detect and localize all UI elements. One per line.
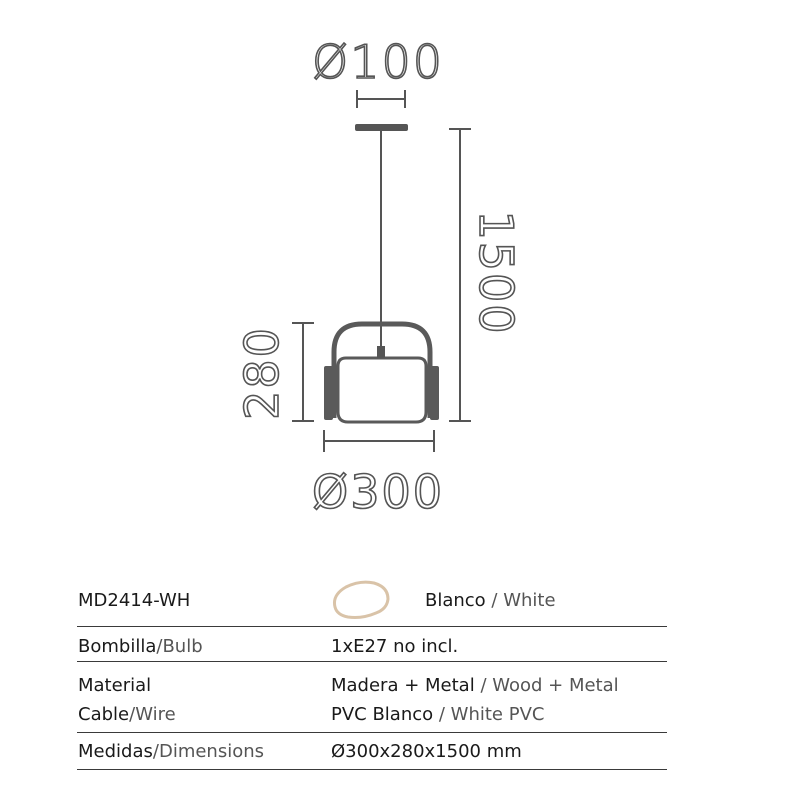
cable-label-sep: / <box>129 704 136 725</box>
dimensions-label-sep: / <box>152 741 159 762</box>
dim-total-height-label: 1500 <box>469 210 523 335</box>
color-sep: / <box>485 590 504 611</box>
material-value-en: Wood + Metal <box>492 675 619 696</box>
material-value: Madera + Metal / Wood + Metal <box>331 675 619 696</box>
dim-total-height-line <box>449 128 471 422</box>
dim-shade-height-line <box>292 322 314 422</box>
lamp-technical-drawing: Ø100 1500 280 Ø300 <box>234 34 524 520</box>
bulb-label-es: Bombilla <box>78 636 157 657</box>
left-side-panel <box>324 366 333 420</box>
color-value: Blanco / White <box>425 590 556 611</box>
dimensions-value: Ø300x280x1500 mm <box>331 741 522 762</box>
shade-top-connector <box>377 346 385 358</box>
color-es: Blanco <box>425 590 486 611</box>
cable-value-en: White PVC <box>450 704 545 725</box>
dim-top-label: Ø100 <box>312 35 444 89</box>
spec-row-model: MD2414-WH Blanco / White <box>77 574 667 627</box>
dim-bottom-line <box>323 430 435 452</box>
lamp-shade <box>336 356 428 424</box>
cable-label-en: Wire <box>135 704 176 725</box>
color-en: White <box>503 590 556 611</box>
dim-shade-height-label: 280 <box>235 326 289 420</box>
dimensions-label: Medidas/Dimensions <box>78 741 264 762</box>
bulb-value: 1xE27 no incl. <box>331 636 459 657</box>
spec-row-material: Material Madera + Metal / Wood + Metal C… <box>77 662 667 733</box>
model-code: MD2414-WH <box>78 590 191 611</box>
dim-top-line <box>356 90 406 108</box>
dimensions-label-en: Dimensions <box>158 741 265 762</box>
bulb-label-sep: / <box>156 636 163 657</box>
spec-row-dimensions: Medidas/Dimensions Ø300x280x1500 mm <box>77 733 667 770</box>
lamp-handle <box>331 321 433 418</box>
right-side-panel <box>430 366 439 420</box>
material-label: Material <box>78 675 152 696</box>
cable-value-sep: / <box>433 704 451 725</box>
cable-value-es: PVC Blanco <box>331 704 434 725</box>
material-value-es: Madera + Metal <box>331 675 475 696</box>
dimensions-label-es: Medidas <box>78 741 153 762</box>
cable-label: Cable/Wire <box>78 704 176 725</box>
wood-swatch-icon <box>333 580 390 619</box>
spec-row-bulb: Bombilla/Bulb 1xE27 no incl. <box>77 627 667 662</box>
material-value-sep: / <box>474 675 493 696</box>
ceiling-canopy <box>355 124 408 131</box>
bulb-label-en: Bulb <box>162 636 203 657</box>
dim-bottom-label: Ø300 <box>312 465 444 519</box>
bulb-label: Bombilla/Bulb <box>78 636 203 657</box>
cable-label-es: Cable <box>78 704 130 725</box>
cable-value: PVC Blanco / White PVC <box>331 704 544 725</box>
